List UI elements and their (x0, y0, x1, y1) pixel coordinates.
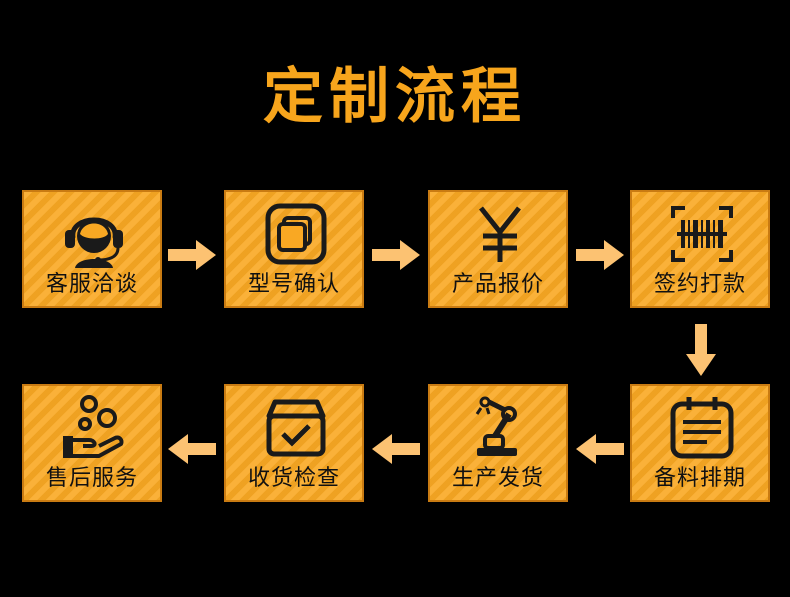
arrow-left-icon (168, 434, 216, 464)
step-label: 产品报价 (451, 272, 544, 297)
robot-arm-icon (465, 394, 535, 462)
calendar-icon (667, 394, 737, 462)
step-model-confirm: 型号确认 (224, 190, 364, 308)
arrow-left-icon (576, 434, 624, 464)
step-label: 签约打款 (653, 272, 746, 297)
barcode-icon (667, 200, 737, 268)
layers-icon (261, 200, 331, 268)
step-after-sales-service: 售后服务 (22, 384, 162, 502)
arrow-left-icon (372, 434, 420, 464)
arrow-right-icon (168, 240, 216, 270)
yen-icon (465, 200, 535, 268)
headset-agent-icon (59, 200, 129, 268)
box-check-icon (261, 394, 331, 462)
step-label: 售后服务 (45, 466, 138, 491)
step-label: 生产发货 (451, 466, 544, 491)
step-material-schedule: 备料排期 (630, 384, 770, 502)
step-sign-payment: 签约打款 (630, 190, 770, 308)
page-title: 定制流程 (263, 62, 527, 132)
step-label: 客服洽谈 (45, 272, 138, 297)
step-label: 型号确认 (247, 272, 340, 297)
arrow-right-icon (372, 240, 420, 270)
step-customer-consult: 客服洽谈 (22, 190, 162, 308)
step-production-shipping: 生产发货 (428, 384, 568, 502)
step-receipt-inspection: 收货检查 (224, 384, 364, 502)
step-product-quote: 产品报价 (428, 190, 568, 308)
step-label: 收货检查 (247, 466, 340, 491)
arrow-right-icon (576, 240, 624, 270)
hand-service-icon (59, 394, 129, 462)
step-label: 备料排期 (653, 466, 746, 491)
arrow-down-icon (686, 324, 716, 376)
